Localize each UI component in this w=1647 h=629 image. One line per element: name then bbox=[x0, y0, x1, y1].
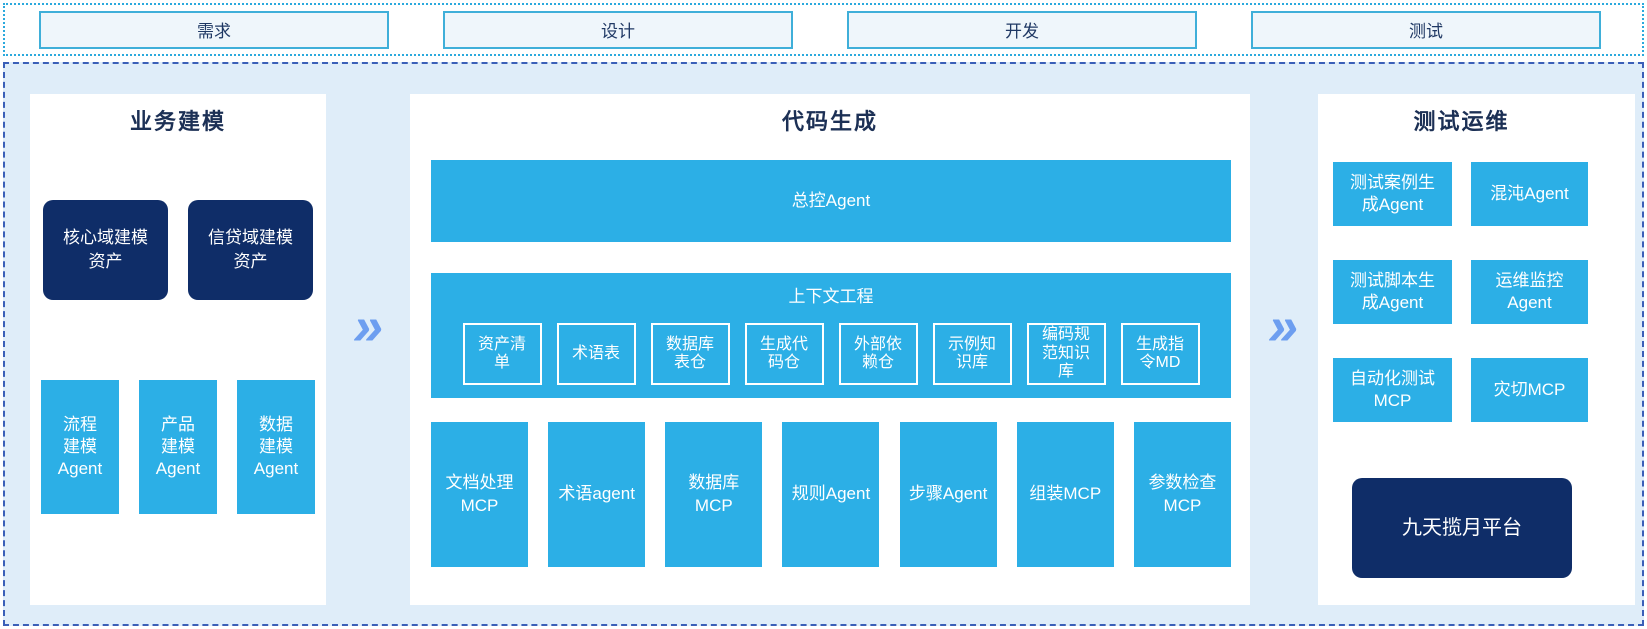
panel-test-ops: 测试运维 测试案例生 成Agent 混沌Agent 测试脚本生 成Agent 运… bbox=[1318, 94, 1635, 605]
modeling-asset-row: 核心域建模 资产 信贷域建模 资产 bbox=[30, 200, 326, 300]
parameter-check-mcp-box: 参数检查 MCP bbox=[1133, 422, 1231, 567]
jiutian-lanyue-platform-box: 九天揽月平台 bbox=[1352, 478, 1572, 578]
business-modeling-title: 业务建模 bbox=[129, 109, 226, 134]
code-generation-title: 代码生成 bbox=[781, 109, 878, 134]
modeling-agent-row: 流程 建模 Agent 产品 建模 Agent 数据 建模 Agent bbox=[30, 380, 326, 514]
database-mcp-box: 数据库 MCP bbox=[665, 422, 763, 567]
external-dependency-repo-box: 外部依 赖仓 bbox=[838, 323, 918, 385]
process-modeling-agent-box: 流程 建模 Agent bbox=[41, 380, 119, 514]
mcp-agent-row: 文档处理 MCP 术语agent 数据库 MCP 规则Agent 步骤Agent… bbox=[431, 422, 1231, 567]
example-knowledge-base-box: 示例知 识库 bbox=[932, 323, 1012, 385]
master-control-agent-bar: 总控Agent bbox=[431, 160, 1231, 242]
panel-code-generation: 代码生成 总控Agent 上下文工程 资产清 单 术语表 数据库 表仓 生成代 … bbox=[410, 94, 1250, 605]
glossary-agent-box: 术语agent bbox=[548, 422, 646, 567]
core-domain-asset-box: 核心域建模 资产 bbox=[43, 200, 168, 300]
test-ops-grid: 测试案例生 成Agent 混沌Agent 测试脚本生 成Agent 运维监控 A… bbox=[1333, 162, 1588, 422]
context-engineering-section: 上下文工程 资产清 单 术语表 数据库 表仓 生成代 码仓 外部依 赖仓 示例知… bbox=[431, 273, 1231, 398]
context-engineering-title: 上下文工程 bbox=[788, 287, 874, 306]
panel-business-modeling: 业务建模 核心域建模 资产 信贷域建模 资产 流程 建模 Agent 产品 建模… bbox=[30, 94, 326, 605]
doc-processing-mcp-box: 文档处理 MCP bbox=[431, 422, 528, 567]
flow-chevron-icon: » bbox=[1267, 296, 1299, 356]
disaster-switch-mcp-box: 灾切MCP bbox=[1471, 358, 1588, 422]
phase-testing: 测试 bbox=[1251, 10, 1601, 49]
generated-code-repo-box: 生成代 码仓 bbox=[744, 323, 824, 385]
assembly-mcp-box: 组装MCP bbox=[1016, 422, 1114, 567]
phase-requirements: 需求 bbox=[39, 10, 389, 49]
credit-domain-asset-box: 信贷域建模 资产 bbox=[188, 200, 313, 300]
generation-instruction-md-box: 生成指 令MD bbox=[1120, 323, 1200, 385]
ops-monitoring-agent-box: 运维监控 Agent bbox=[1471, 260, 1588, 324]
data-modeling-agent-box: 数据 建模 Agent bbox=[237, 380, 315, 514]
asset-list-box: 资产清 单 bbox=[462, 323, 542, 385]
chaos-agent-box: 混沌Agent bbox=[1471, 162, 1588, 226]
product-modeling-agent-box: 产品 建模 Agent bbox=[139, 380, 217, 514]
phase-bar: 需求 设计 开发 测试 bbox=[3, 3, 1644, 56]
automated-testing-mcp-box: 自动化测试 MCP bbox=[1333, 358, 1452, 422]
test-ops-title: 测试运维 bbox=[1413, 109, 1510, 134]
context-items-row: 资产清 单 术语表 数据库 表仓 生成代 码仓 外部依 赖仓 示例知 识库 编码… bbox=[431, 323, 1231, 385]
phase-design: 设计 bbox=[443, 10, 793, 49]
glossary-box: 术语表 bbox=[556, 323, 636, 385]
test-script-generation-agent-box: 测试脚本生 成Agent bbox=[1333, 260, 1452, 324]
test-case-generation-agent-box: 测试案例生 成Agent bbox=[1333, 162, 1452, 226]
rule-agent-box: 规则Agent bbox=[782, 422, 880, 567]
step-agent-box: 步骤Agent bbox=[899, 422, 997, 567]
phase-development: 开发 bbox=[847, 10, 1197, 49]
flow-chevron-icon: » bbox=[352, 296, 384, 356]
database-table-repo-box: 数据库 表仓 bbox=[650, 323, 730, 385]
coding-standard-knowledge-base-box: 编码规 范知识 库 bbox=[1026, 323, 1106, 385]
